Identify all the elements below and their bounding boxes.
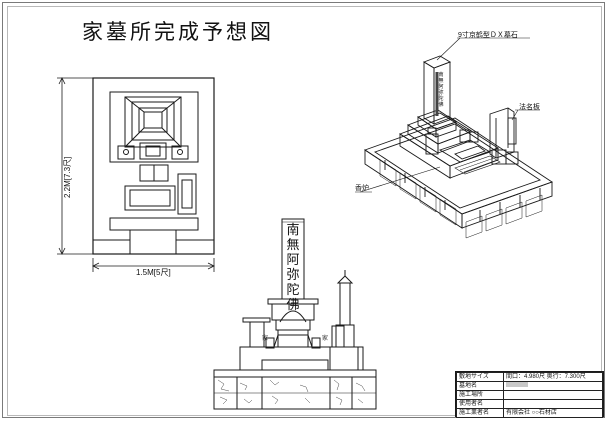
drawing-title: 家墓所完成予想図: [82, 20, 274, 44]
inscription-char: 南: [438, 72, 444, 78]
table-label: 墓地名: [456, 381, 504, 391]
width-dimension-label: 1.5M[5尺]: [136, 268, 171, 277]
front-base-pattern: [217, 379, 366, 406]
table-value: [503, 399, 603, 409]
info-table: 敷地サイズ 間口：4.980尺 奥行：7.300尺 墓地名 施工場所 使用者名 …: [456, 372, 603, 418]
callout-main-stone: 9寸京鹤型ＤＸ墓石: [458, 32, 518, 39]
inscription-char: 佛: [438, 102, 444, 108]
inscription-char: 弥: [438, 90, 444, 96]
table-value: [503, 390, 603, 400]
callout-incense-burner: 香炉: [355, 185, 369, 192]
sheet-border-inner: [7, 6, 602, 416]
inscription-char: 佛: [286, 298, 300, 313]
redaction-block: [506, 382, 528, 388]
plan-view: [92, 77, 215, 255]
table-row: 墓地名: [456, 381, 603, 391]
table-value: 間口：4.980尺 奥行：7.300尺: [503, 372, 603, 382]
plan-dimension-lines: [57, 77, 215, 272]
table-value: 有限会社 ○○石材店: [503, 408, 603, 418]
perspective-stone-inscription: 南 無 阿 弥 陀 佛: [438, 72, 444, 108]
family-crest-left: 家: [262, 335, 269, 342]
front-view: [213, 218, 377, 410]
inscription-char: 無: [286, 238, 300, 253]
table-row: 施工業者名 有限会社 ○○石材店: [456, 408, 603, 418]
table-label: 施工場所: [456, 390, 504, 400]
inscription-char: 阿: [438, 84, 444, 90]
perspective-view: [355, 37, 554, 239]
table-label: 敷地サイズ: [456, 372, 504, 382]
inscription-char: 陀: [286, 283, 300, 298]
sheet-border-outer: [2, 2, 605, 418]
inscription-char: 陀: [438, 96, 444, 102]
inscription-char: 無: [438, 78, 444, 84]
table-value-redacted: [503, 381, 603, 391]
inscription-char: 南: [286, 223, 300, 238]
table-row: 敷地サイズ 間口：4.980尺 奥行：7.300尺: [456, 372, 603, 382]
table-label: 施工業者名: [456, 408, 504, 418]
inscription-char: 阿: [286, 253, 300, 268]
inscription-char: 弥: [286, 268, 300, 283]
family-crest-right: 家: [322, 335, 329, 342]
table-label: 使用者名: [456, 399, 504, 409]
callout-name-plate: 法名板: [519, 104, 540, 111]
front-inscription: 南 無 阿 弥 陀 佛: [283, 223, 303, 313]
height-dimension-label: 2.2M[7.3尺]: [63, 156, 72, 198]
table-row: 使用者名: [456, 399, 603, 409]
table-row: 施工場所: [456, 390, 603, 400]
